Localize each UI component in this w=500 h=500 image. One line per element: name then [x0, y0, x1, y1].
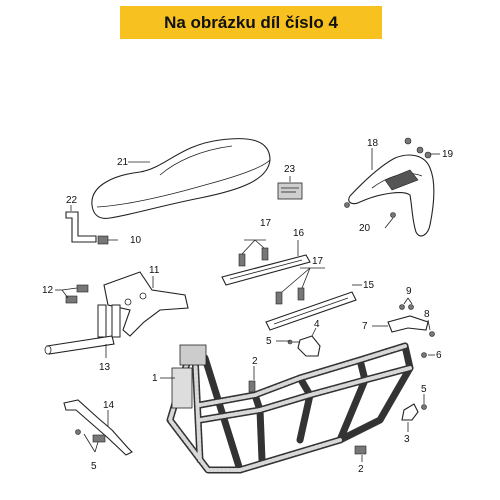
label-19: 19	[442, 149, 454, 160]
label-13: 13	[99, 362, 111, 373]
seat-hook-part	[65, 211, 97, 243]
label-14: 14	[103, 400, 115, 411]
label-8: 8	[424, 309, 430, 320]
label-2a: 2	[252, 356, 258, 367]
part-number-banner: Na obrázku díl číslo 4	[120, 6, 382, 39]
bolt-10	[97, 235, 118, 245]
label-2b: 2	[358, 464, 364, 475]
label-3: 3	[404, 434, 410, 445]
bolts-12	[65, 284, 89, 304]
label-16: 16	[293, 228, 305, 239]
bracket-group-7-8-9	[387, 304, 435, 337]
stand-rod-13	[44, 304, 121, 355]
label-11: 11	[149, 265, 160, 276]
sticker-part	[277, 182, 303, 200]
label-18: 18	[367, 138, 379, 149]
label-17b: 17	[312, 256, 324, 267]
main-frame-1	[166, 342, 414, 474]
bracket-11	[103, 271, 189, 337]
label-10: 10	[130, 235, 142, 246]
part-4	[287, 335, 321, 357]
label-15: 15	[363, 280, 375, 291]
label-20: 20	[359, 223, 371, 234]
label-21: 21	[117, 157, 129, 168]
label-5b: 5	[421, 384, 427, 395]
label-5a: 5	[266, 336, 272, 347]
label-6: 6	[436, 350, 442, 361]
seat-part	[91, 138, 271, 219]
label-7: 7	[362, 321, 368, 332]
bolts-17-lower	[275, 287, 305, 305]
rear-carrier-part	[348, 154, 435, 237]
bolts-17-upper	[238, 247, 269, 267]
rail-16	[221, 254, 311, 286]
label-9: 9	[406, 286, 412, 297]
label-4: 4	[314, 319, 320, 330]
bracket-3	[401, 403, 419, 421]
label-17a: 17	[260, 218, 272, 229]
label-23: 23	[284, 164, 296, 175]
label-1: 1	[152, 373, 158, 384]
label-5c: 5	[91, 461, 97, 472]
label-22: 22	[66, 195, 78, 206]
stay-14	[63, 399, 133, 456]
rail-15	[265, 291, 357, 331]
label-12: 12	[42, 285, 54, 296]
